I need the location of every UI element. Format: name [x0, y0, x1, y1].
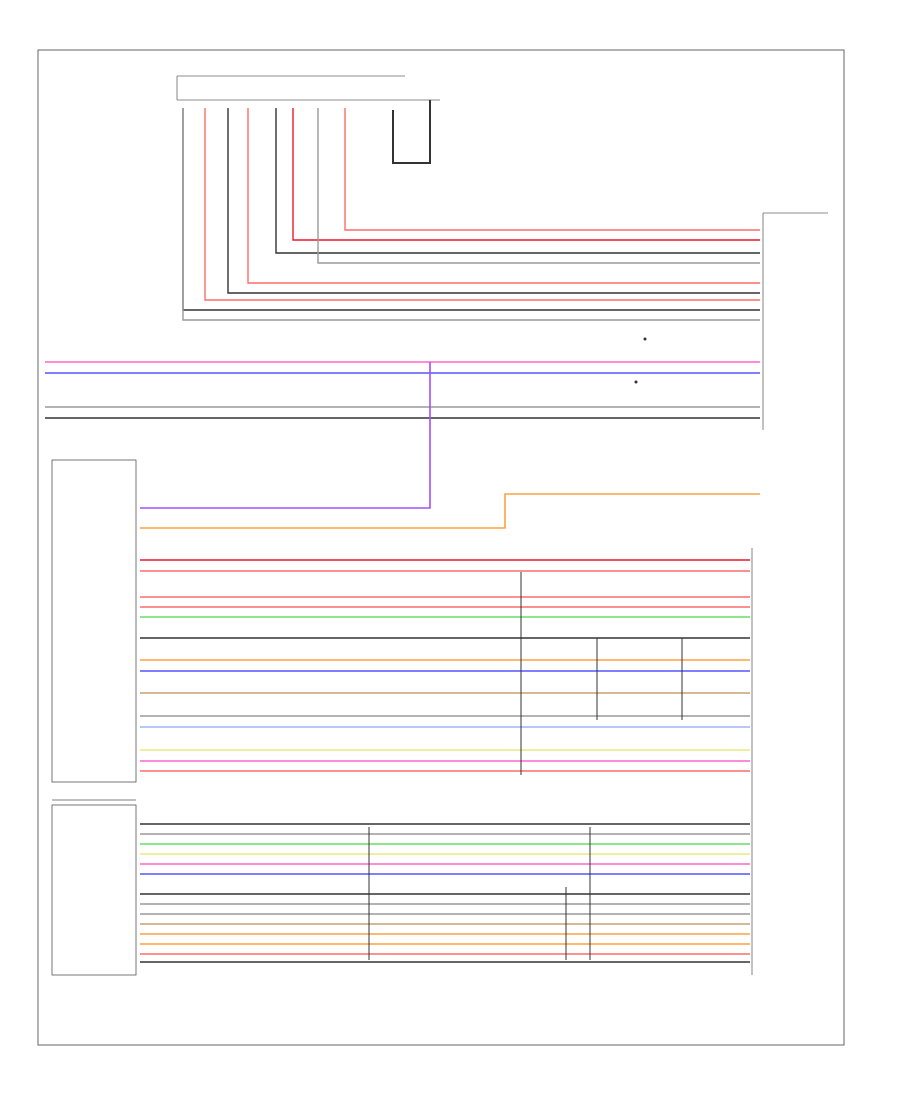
orange-wire	[140, 493, 760, 529]
top-wire-group	[182, 108, 760, 321]
top-wire	[344, 108, 760, 231]
top-wire	[317, 108, 760, 264]
diagram-frame	[37, 49, 845, 1046]
left-mid-wire-group	[45, 361, 760, 419]
top-wire	[275, 108, 760, 254]
top-wire	[182, 108, 760, 321]
bottom-wire-group	[140, 823, 750, 963]
top-wire	[204, 108, 760, 301]
left-control-module	[51, 459, 137, 783]
top-wire	[182, 108, 760, 311]
module-wire-group	[140, 559, 750, 772]
top-connector	[176, 75, 440, 164]
top-wire	[247, 108, 760, 284]
top-wire	[227, 108, 760, 294]
right-top-module	[634, 212, 828, 430]
left-lower-module	[51, 804, 137, 976]
top-wire	[292, 108, 760, 241]
violet-wire	[140, 362, 431, 509]
